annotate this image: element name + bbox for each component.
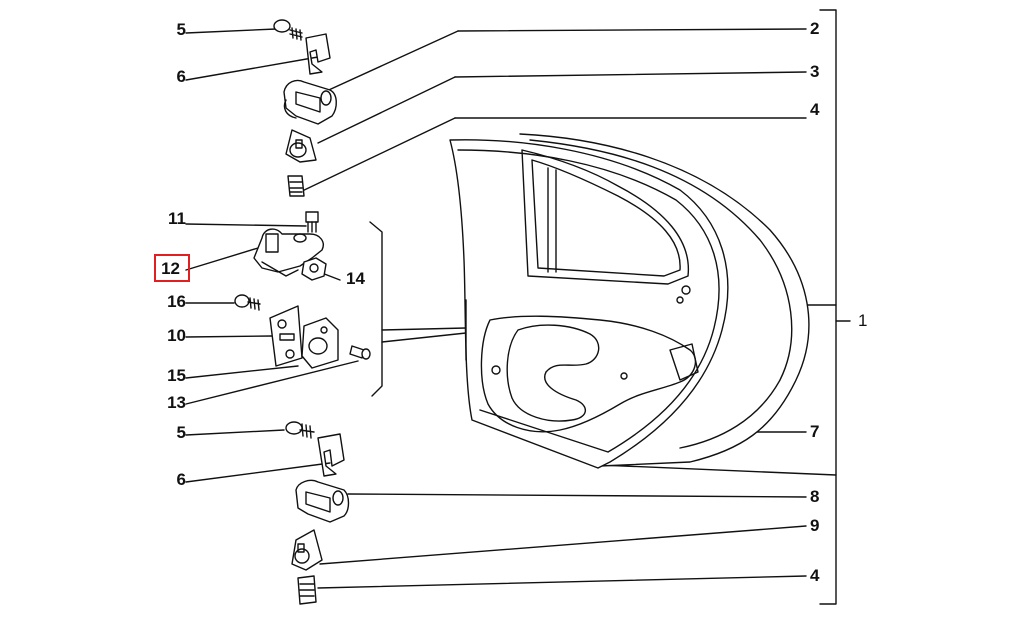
callout-13: 13 bbox=[167, 393, 186, 412]
callout-4-upper: 4 bbox=[810, 100, 820, 119]
callout-1: 1 bbox=[858, 311, 868, 330]
callout-12: 12 bbox=[161, 259, 180, 278]
callout-7: 7 bbox=[810, 422, 820, 441]
callout-16: 16 bbox=[167, 292, 186, 311]
callout-6-lower: 6 bbox=[176, 470, 186, 489]
callout-4-lower: 4 bbox=[810, 566, 820, 585]
callout-8: 8 bbox=[810, 487, 820, 506]
callout-5-upper: 5 bbox=[176, 20, 186, 39]
striker-parts bbox=[234, 294, 371, 369]
callout-3: 3 bbox=[810, 62, 820, 81]
rear-door bbox=[449, 133, 810, 469]
callout-14: 14 bbox=[346, 269, 365, 288]
callout-11: 11 bbox=[168, 209, 186, 228]
callout-15: 15 bbox=[167, 366, 186, 385]
callout-9: 9 bbox=[810, 516, 820, 535]
callout-6-upper: 6 bbox=[176, 67, 186, 86]
callout-2: 2 bbox=[810, 19, 820, 38]
lower-hinge-parts bbox=[285, 421, 350, 605]
highlight-box-12 bbox=[154, 254, 190, 282]
door-check-parts bbox=[253, 211, 327, 281]
callout-10: 10 bbox=[167, 326, 186, 345]
callout-5-lower: 5 bbox=[176, 423, 186, 442]
upper-hinge-parts bbox=[273, 19, 337, 197]
